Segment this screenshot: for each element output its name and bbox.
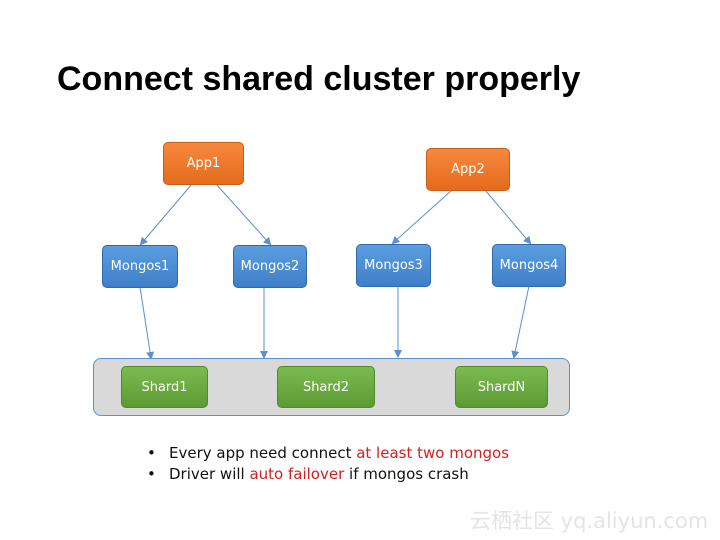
mongos4-node[interactable]: Mongos4	[492, 244, 566, 287]
connector-app2-mongos3	[391, 189, 453, 245]
note-text-tail: if mongos crash	[344, 465, 469, 483]
shard2-node[interactable]: Shard2	[277, 366, 375, 408]
note-text: Every app need connect	[169, 444, 357, 462]
mongos2-node[interactable]: Mongos2	[233, 245, 307, 288]
connector-app2-mongos4	[484, 189, 532, 245]
watermark: 云栖社区 yq.aliyun.com	[470, 509, 709, 533]
note-highlight: auto failover	[249, 465, 345, 483]
shardn-node[interactable]: ShardN	[455, 366, 548, 408]
connector-mongos4-cluster	[511, 285, 530, 359]
mongos3-node[interactable]: Mongos3	[356, 244, 431, 287]
notes-list: • Every app need connect at least two mon…	[147, 443, 509, 485]
slide-title: Connect shared cluster properly	[57, 60, 581, 98]
mongos1-node[interactable]: Mongos1	[102, 245, 178, 288]
note-highlight: at least two mongos	[356, 444, 510, 462]
connector-app1-mongos2	[215, 183, 272, 246]
shard1-node[interactable]: Shard1	[121, 366, 208, 408]
app1-node[interactable]: App1	[163, 142, 244, 185]
note-item: • Driver will auto failover if mongos cra…	[147, 464, 509, 485]
note-text: Driver will	[169, 465, 250, 483]
bullet-marker: •	[147, 465, 156, 483]
connector-mongos1-cluster	[139, 286, 155, 360]
app2-node[interactable]: App2	[426, 148, 510, 191]
note-item: • Every app need connect at least two mon…	[147, 443, 509, 464]
bullet-marker: •	[147, 444, 156, 462]
connector-app1-mongos1	[139, 183, 193, 246]
